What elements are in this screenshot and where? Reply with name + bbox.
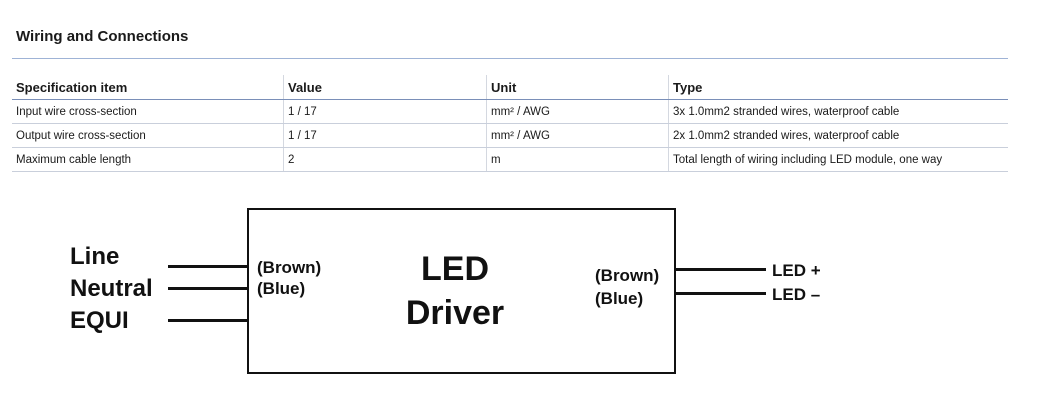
table-header-row: Specification item Value Unit Type — [12, 75, 1008, 100]
column-header-value: Value — [283, 75, 487, 100]
input-label-equi: EQUI — [70, 307, 129, 334]
table-row: Maximum cable length 2 m Total length of… — [12, 147, 1008, 172]
input-color-blue: (Blue) — [257, 279, 306, 298]
output-color-blue: (Blue) — [595, 289, 644, 308]
input-wire-line — [168, 265, 248, 268]
cell-type: 2x 1.0mm2 stranded wires, waterproof cab… — [668, 123, 1008, 148]
column-header-specification-item: Specification item — [12, 75, 284, 100]
led-driver-title-line1: LED — [421, 250, 489, 288]
cell-value: 2 — [283, 147, 487, 172]
title-divider — [12, 58, 1008, 59]
column-header-unit: Unit — [486, 75, 669, 100]
cell-value: 1 / 17 — [283, 99, 487, 124]
cell-value: 1 / 17 — [283, 123, 487, 148]
column-header-type: Type — [668, 75, 1008, 100]
cell-specification-item: Output wire cross-section — [12, 123, 284, 148]
input-wire-neutral — [168, 287, 248, 290]
specification-table: Specification item Value Unit Type Input… — [12, 75, 1008, 172]
output-color-brown: (Brown) — [595, 266, 660, 285]
led-driver-title-line2: Driver — [405, 294, 505, 332]
output-wire-positive — [676, 268, 766, 271]
led-driver-title: LED Driver — [380, 248, 530, 334]
output-label-led-positive: LED + — [772, 261, 821, 280]
input-wire-equi — [168, 319, 248, 322]
output-wire-negative — [676, 292, 766, 295]
cell-type: Total length of wiring including LED mod… — [668, 147, 1008, 172]
cell-unit: mm² / AWG — [486, 123, 669, 148]
led-driver-box — [247, 208, 676, 374]
cell-type: 3x 1.0mm2 stranded wires, waterproof cab… — [668, 99, 1008, 124]
table-row: Input wire cross-section 1 / 17 mm² / AW… — [12, 99, 1008, 124]
input-label-neutral: Neutral — [70, 275, 153, 302]
cell-specification-item: Input wire cross-section — [12, 99, 284, 124]
input-label-line: Line — [70, 243, 120, 270]
cell-unit: m — [486, 147, 669, 172]
section-title: Wiring and Connections — [16, 28, 189, 45]
input-color-brown: (Brown) — [257, 258, 322, 277]
table-row: Output wire cross-section 1 / 17 mm² / A… — [12, 123, 1008, 148]
cell-unit: mm² / AWG — [486, 99, 669, 124]
cell-specification-item: Maximum cable length — [12, 147, 284, 172]
output-label-led-negative: LED – — [772, 285, 821, 304]
